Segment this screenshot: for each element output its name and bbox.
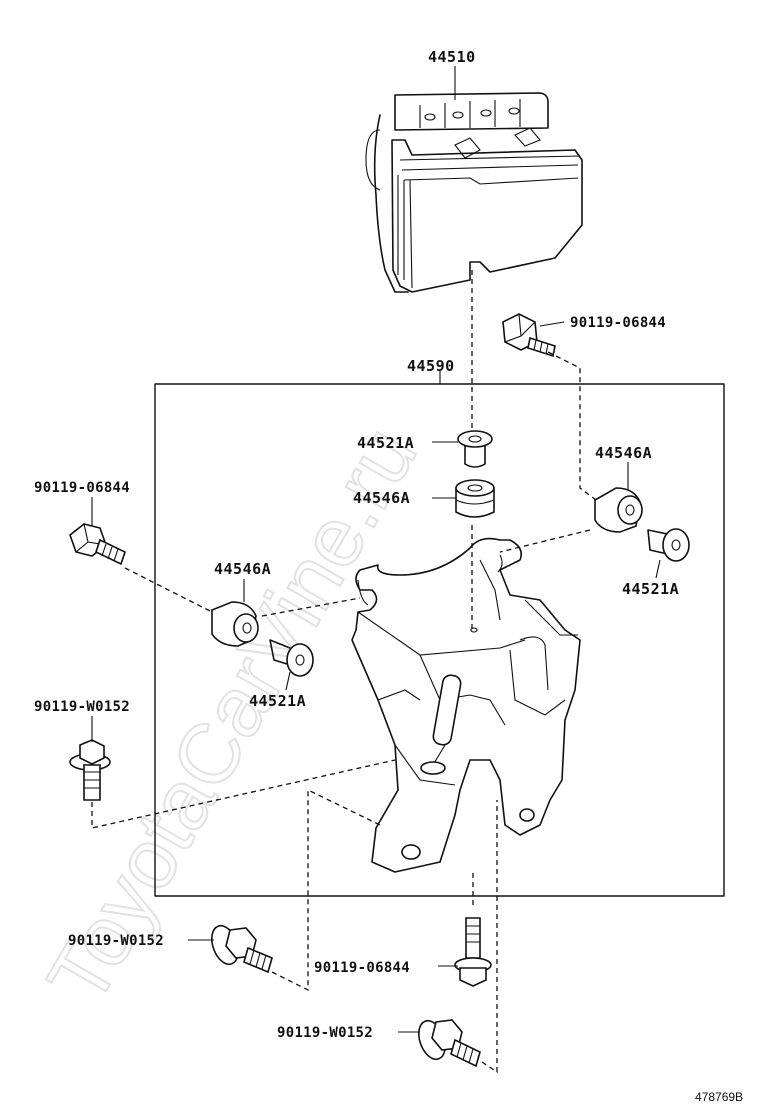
bolt-left[interactable] [69, 523, 126, 566]
label-cushion-right: 44546A [595, 444, 652, 462]
label-bolt-bottom-center: 90119-06844 [314, 960, 410, 976]
label-cushion-center: 44546A [353, 489, 410, 507]
abs-actuator[interactable] [365, 92, 583, 293]
cushion-left[interactable] [211, 601, 259, 647]
label-44510: 44510 [428, 48, 476, 66]
label-bolt-top-right: 90119-06844 [570, 315, 666, 331]
label-bolt-left-lower: 90119-W0152 [34, 699, 130, 715]
collar-top[interactable] [457, 430, 493, 468]
bolt-top-right[interactable] [502, 313, 556, 358]
label-collar-left: 44521A [249, 692, 306, 710]
label-bolt-bottom: 90119-W0152 [277, 1025, 373, 1041]
bolt-bottom-left[interactable] [207, 922, 273, 974]
cushion-center[interactable] [455, 479, 495, 518]
bolt-left-lower[interactable] [69, 739, 111, 801]
label-bolt-left: 90119-06844 [34, 480, 130, 496]
collar-right[interactable] [647, 528, 690, 562]
collar-left[interactable] [269, 639, 314, 677]
cushion-right[interactable] [594, 487, 643, 533]
bolt-bottom-center[interactable] [454, 917, 492, 987]
label-collar-top: 44521A [357, 434, 414, 452]
figure-number: 478769B [695, 1090, 743, 1104]
label-cushion-left: 44546A [214, 560, 271, 578]
bracket[interactable] [351, 537, 581, 873]
label-44590: 44590 [407, 357, 455, 375]
leader-lines [91, 66, 661, 1033]
label-bolt-bottom-left: 90119-W0152 [68, 933, 164, 949]
label-collar-right: 44521A [622, 580, 679, 598]
assembly-lines [91, 351, 597, 1074]
bolt-bottom[interactable] [414, 1017, 481, 1068]
